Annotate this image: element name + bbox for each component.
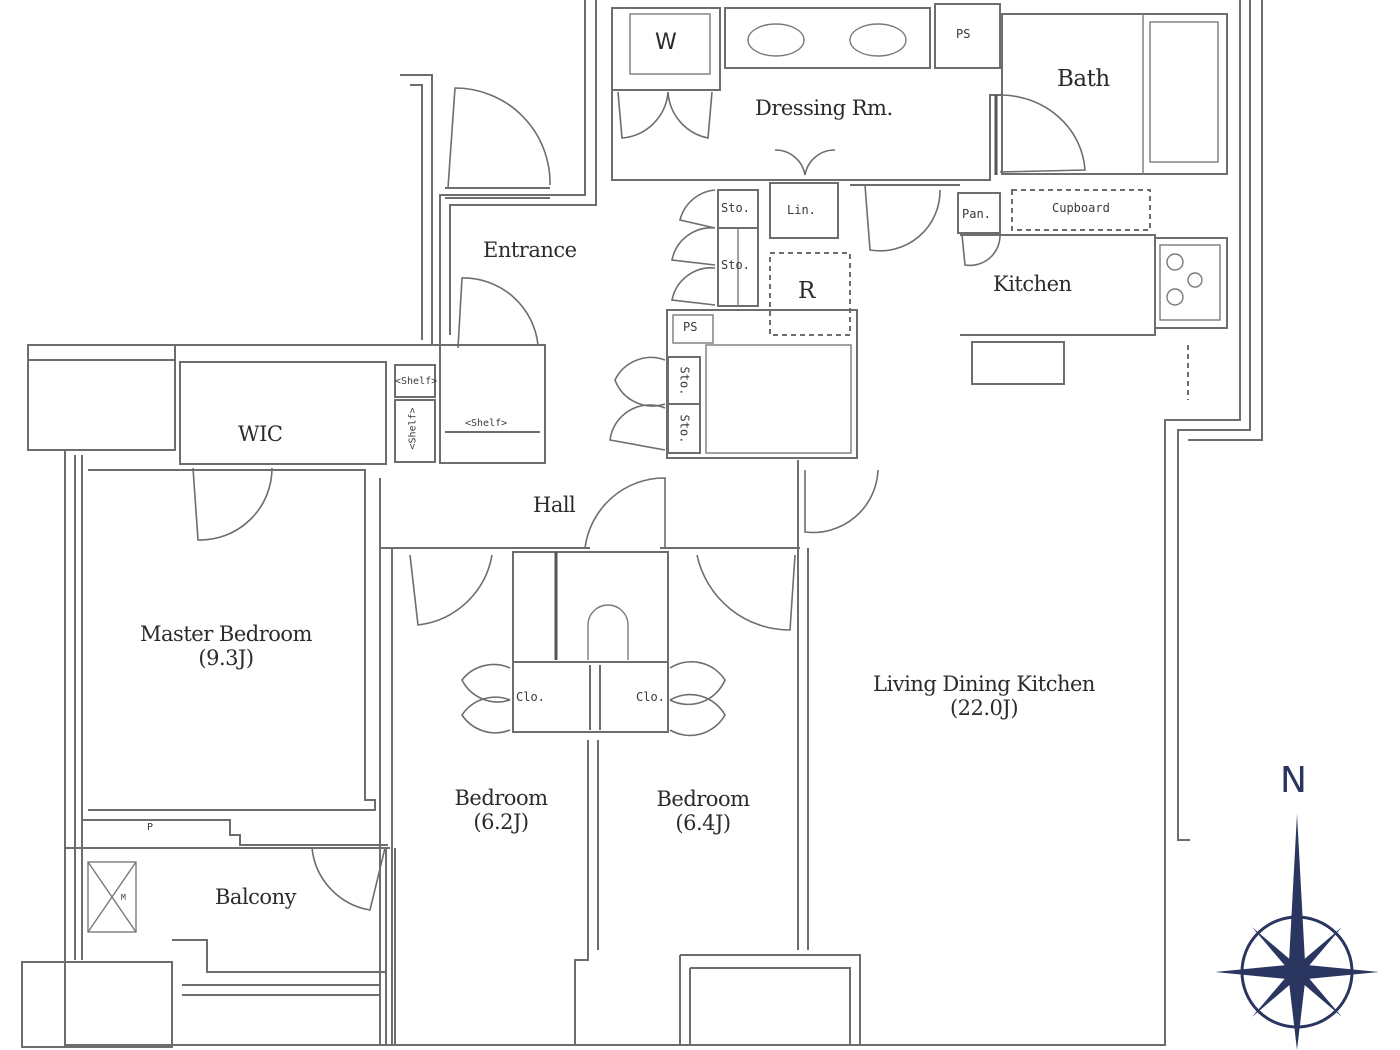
fixture-shelf-2: <Shelf> xyxy=(407,407,419,450)
fixture-washer: W xyxy=(655,30,677,55)
fixture-storage-2: Sto. xyxy=(721,258,750,272)
room-label-balcony: Balcony xyxy=(215,885,296,909)
fixture-linen: Lin. xyxy=(787,203,816,217)
room-name: Living Dining Kitchen xyxy=(873,672,1095,696)
fixture-pantry: Pan. xyxy=(962,207,991,221)
room-name: Bedroom xyxy=(454,786,548,810)
room-size: (9.3J) xyxy=(198,646,254,670)
room-name: Master Bedroom xyxy=(140,622,312,646)
fixture-cupboard: Cupboard xyxy=(1052,201,1110,215)
balcony-area xyxy=(21,819,396,1048)
compass-rose xyxy=(1215,814,1379,1050)
fixture-shelf-1: <Shelf> xyxy=(395,376,438,387)
room-label-entrance: Entrance xyxy=(483,238,577,262)
interior-walls xyxy=(88,460,879,1045)
fixture-storage-4: Sto. xyxy=(677,414,692,444)
fixture-meter: M xyxy=(121,893,126,902)
room-label-bath: Bath xyxy=(1057,66,1110,92)
fixture-pipe: P xyxy=(147,822,154,833)
room-label-master-bedroom: Master Bedroom (9.3J) xyxy=(128,622,324,670)
fixture-shelf-3: <Shelf> xyxy=(465,418,508,429)
room-label-hall: Hall xyxy=(533,493,576,517)
top-wing xyxy=(611,3,1228,181)
room-label-kitchen: Kitchen xyxy=(993,272,1072,296)
room-label-bedroom-1: Bedroom (6.2J) xyxy=(446,786,556,834)
room-label-ldk: Living Dining Kitchen (22.0J) xyxy=(860,672,1108,720)
kitchen-area xyxy=(850,184,1228,400)
fixture-refrigerator: R xyxy=(798,278,815,304)
entrance-door xyxy=(445,87,551,199)
fixture-closet-2: Clo. xyxy=(636,690,665,704)
room-name: Bedroom xyxy=(656,787,750,811)
fixture-closet-1: Clo. xyxy=(516,690,545,704)
wic-area xyxy=(179,277,546,541)
storage-core xyxy=(609,182,858,459)
room-size: (22.0J) xyxy=(949,696,1019,720)
room-size: (6.4J) xyxy=(675,811,731,835)
compass-north-label: N xyxy=(1280,760,1307,801)
room-size: (6.2J) xyxy=(473,810,529,834)
fixture-storage-1: Sto. xyxy=(721,201,750,215)
room-label-dressing: Dressing Rm. xyxy=(755,96,893,120)
exterior-walls xyxy=(27,0,1263,1046)
fixture-ps-mid: PS xyxy=(683,320,698,334)
fixture-storage-3: Sto. xyxy=(677,366,692,396)
fixture-ps-top: PS xyxy=(956,27,971,41)
room-label-wic: WIC xyxy=(238,422,283,446)
room-label-bedroom-2: Bedroom (6.4J) xyxy=(646,787,760,835)
